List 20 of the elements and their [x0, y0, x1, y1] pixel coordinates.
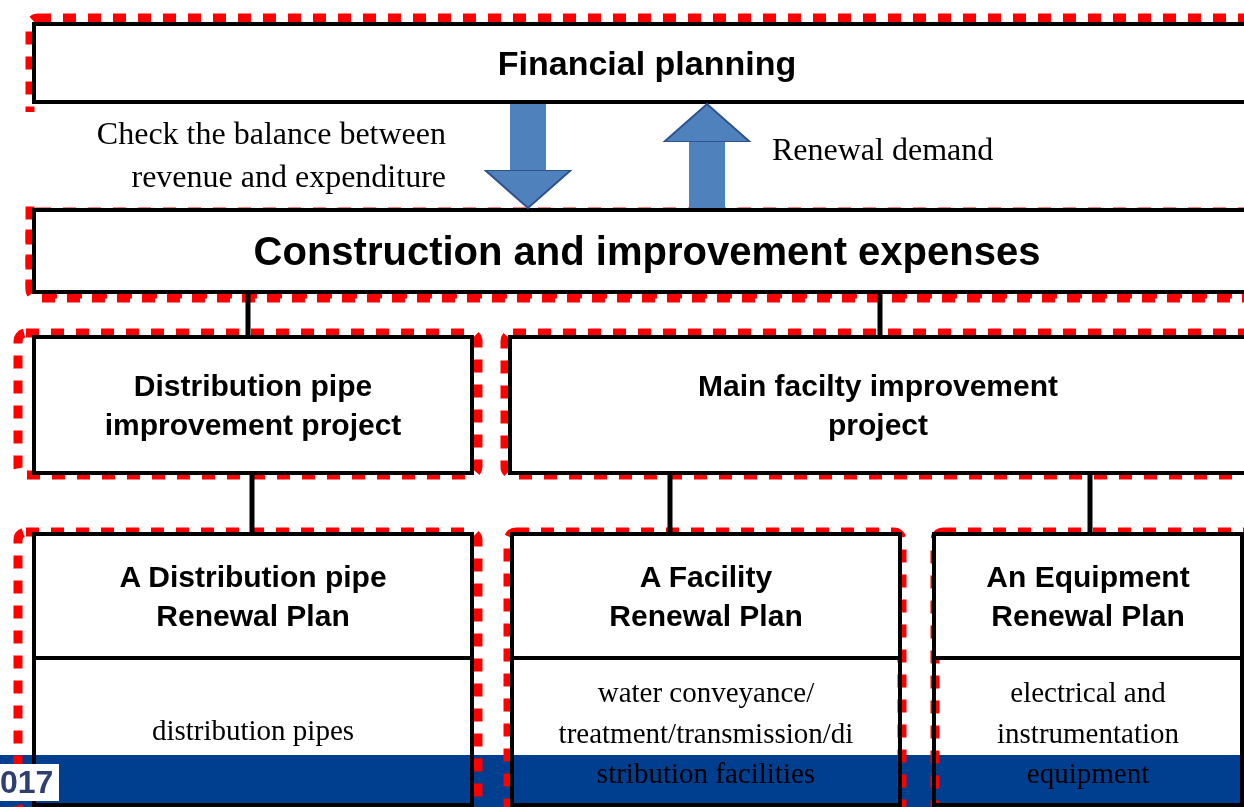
box-description: electrical and instrumentation equipment — [996, 675, 1180, 792]
box-description: water conveyance/ treatment/transmission/di stribution facilities — [557, 675, 855, 792]
page-number: 017 — [0, 764, 60, 801]
connector-line — [249, 475, 255, 532]
block-arrow — [484, 104, 572, 209]
box-heading: Main facilty improvement project — [696, 368, 1060, 443]
box-description: distribution pipes — [151, 713, 355, 748]
block-arrow — [663, 103, 751, 208]
connector-line — [1087, 475, 1093, 532]
connector-line — [245, 294, 251, 335]
connector-line — [667, 475, 673, 532]
process-box — [32, 22, 1244, 104]
process-box — [32, 208, 1244, 294]
connector-line — [877, 294, 883, 335]
box-heading: Financial planning — [497, 42, 797, 84]
box-heading: Construction and improvement expenses — [253, 228, 1041, 275]
box-heading: A Distribution pipe Renewal Plan — [118, 559, 388, 634]
box-heading: An Equipment Renewal Plan — [985, 559, 1191, 634]
box-heading: A Facility Renewal Plan — [608, 559, 804, 634]
box-heading: Distribution pipe improvement project — [103, 368, 403, 443]
